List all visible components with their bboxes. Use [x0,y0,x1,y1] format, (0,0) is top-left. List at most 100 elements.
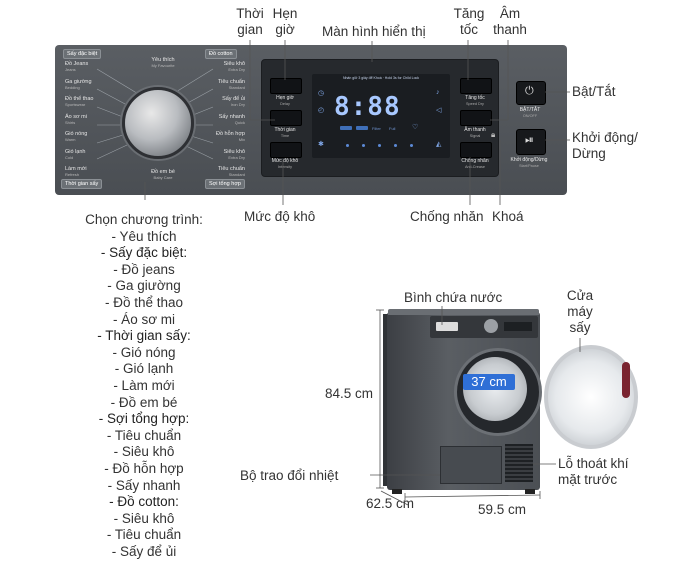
tag-dry-time: Thời gian sấy [61,179,103,189]
indicator-dot [362,144,365,147]
power-button[interactable]: ⏻ [516,81,546,105]
timer-icon: ◴ [318,107,325,114]
dryer-top [388,309,539,315]
callout-speed-dry: Tăng tốc [453,6,485,37]
front-air-vent [505,444,533,482]
signal-button[interactable] [460,110,492,126]
tag-cotton: Đồ cotton [205,49,237,59]
program-list-item: - Đồ thể thao [104,294,184,310]
callout-start-pause: Khởi động/ Dừng [572,130,638,161]
program-list-item: - Sấy nhanh [107,477,181,493]
full-label: Full [389,126,396,131]
delay-button[interactable] [270,78,302,94]
program-list-item: - Siêu khô [113,510,175,526]
drum-diameter-badge: 37 cm [463,374,515,390]
power-icon: ⏻ [525,85,534,97]
tag-synthetic: Sợi tổng hợp [205,179,245,189]
indicator-dot [346,144,349,147]
width-dimension: 59.5 cm [478,502,527,517]
dryer-knob[interactable] [484,319,498,333]
callout-delay: Hẹn giờ [272,6,298,37]
program-list-item: - Yêu thích [111,228,177,244]
program-baby: Đồ em bé Baby Care [151,169,175,180]
program-list-item: - Gió lạnh [114,361,174,377]
program-list: Chọn chương trình:- Yêu thích- Sấy đặc b… [78,212,210,560]
filter-label: Filter [372,126,381,131]
program-list-item: - Sấy để ủi [111,543,177,559]
heat-exchanger-cover [440,446,502,484]
dryer-foot [525,489,535,494]
sun-icon: ✱ [318,141,324,148]
play-pause-icon: ⏯ [525,134,534,146]
indicator-dot [378,144,381,147]
callout-heat-exchanger: Bộ trao đổi nhiệt [240,468,339,483]
program-list-item: - Ga giường [107,278,181,294]
program-list-item: - Làm mới [113,377,175,393]
tag-special-dry: Sấy đặc biệt [63,49,102,59]
anti-crease-button[interactable] [460,142,492,158]
program-list-item: - Siêu khô [113,444,175,460]
callout-door: Cửa máy sấy [566,288,594,335]
callout-intensity: Mức độ khô [244,209,316,224]
callout-time: Thời gian [236,6,264,37]
dryer-mini-display [504,322,532,331]
water-tank-drawer[interactable] [436,322,458,331]
lcd-screen: Nhấn giữ 3 giây để Khoá · Hold 3s for Ch… [312,74,450,158]
program-dial[interactable] [122,87,194,159]
program-group-header: - Thời gian sấy: [97,328,191,344]
dryer-foot [392,489,402,494]
program-group-header: - Sợi tổng hợp: [98,411,190,427]
intensity-button[interactable] [270,142,302,158]
height-dimension: 84.5 cm [325,386,374,401]
time-digits: 8:88 [334,92,401,122]
dryer-control-strip [430,316,538,338]
start-pause-button[interactable]: ⏯ [516,129,546,155]
program-list-item: - Gió nóng [112,344,176,360]
indicator-dot [394,144,397,147]
iron-icon: ◭ [436,141,442,148]
lock-icon: 🔒︎ [491,130,496,139]
child-lock-hint: Nhấn giữ 3 giây để Khoá · Hold 3s for Ch… [342,76,420,80]
level-segment [356,126,368,130]
callout-sound: Âm thanh [493,6,527,37]
program-list-item: - Tiêu chuẩn [106,527,182,543]
program-list-item: - Tiêu chuẩn [106,427,182,443]
door-handle[interactable] [622,362,630,398]
level-segment [340,126,352,130]
program-favourite: Yêu thích My Favourite [151,57,175,68]
program-group-header: - Đồ cotton: [109,494,179,510]
control-panel: Sấy đặc biệt Đồ cotton Thời gian sấy Sợi… [55,45,567,195]
callout-display: Màn hình hiển thị [322,24,426,39]
heart-icon: ♡ [412,124,419,131]
speed-dry-button[interactable] [460,78,492,94]
clock-icon: ◷ [318,90,325,97]
callout-water-tank: Bình chứa nước [404,290,503,305]
speaker-icon: ◁ [436,107,442,114]
callout-power: Bật/Tắt [572,84,616,99]
time-button[interactable] [270,110,302,126]
program-list-item: - Đồ em bé [110,394,178,410]
